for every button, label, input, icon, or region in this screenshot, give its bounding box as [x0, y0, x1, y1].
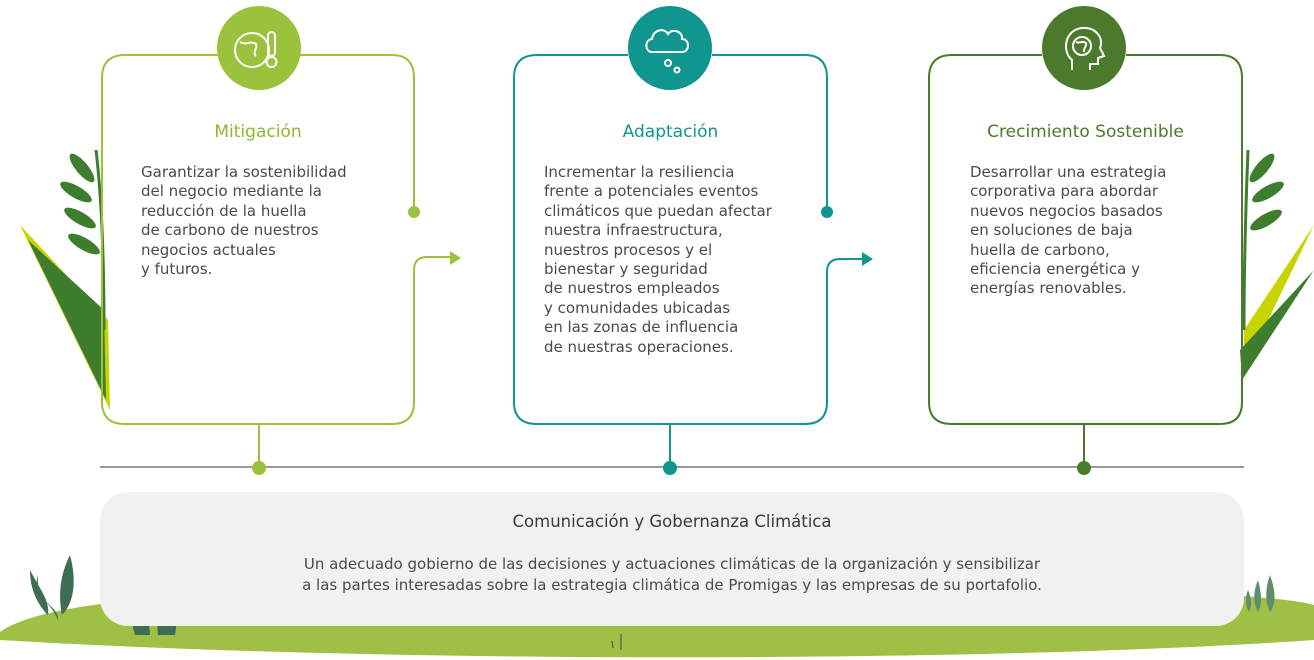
tick-marks	[611, 634, 622, 650]
card-title-adaptacion: Adaptación	[622, 122, 719, 142]
adaptacion-icon-badge	[628, 6, 712, 90]
card-title-mitigacion: Mitigación	[214, 122, 302, 142]
card-crecimiento-border	[928, 54, 1243, 425]
right-leaves-decoration	[1240, 149, 1314, 380]
card-mitigacion-border-top-right	[300, 54, 415, 212]
governance-panel	[100, 492, 1244, 626]
card-adaptacion	[513, 6, 873, 475]
left-leaves-decoration	[20, 149, 110, 410]
card-crecimiento	[928, 6, 1243, 475]
card-title-crecimiento: Crecimiento Sostenible	[987, 122, 1184, 142]
governance-description: Un adecuado gobierno de las decisiones y…	[302, 555, 1042, 594]
governance-title: Comunicación y Gobernanza Climática	[512, 512, 832, 531]
timeline-node-mitigacion	[252, 461, 266, 475]
arrow-right-icon	[862, 252, 873, 266]
globe-thermometer-icon	[234, 31, 278, 68]
cloud-icon	[645, 29, 689, 74]
card-text-crecimiento: Desarrollar una estrategia corporativa p…	[970, 163, 1167, 298]
card-mitigacion-connector-dot	[408, 206, 420, 218]
timeline-node-crecimiento	[1077, 461, 1091, 475]
card-text-adaptacion: Incrementar la resiliencia frente a pote…	[544, 163, 772, 356]
timeline-node-adaptacion	[663, 461, 677, 475]
right-grass-bushes	[1245, 575, 1275, 612]
card-mitigacion	[101, 6, 461, 475]
mitigacion-icon-badge	[217, 6, 301, 90]
card-adaptacion-border-top-right	[712, 54, 828, 212]
arrow-right-icon	[450, 251, 461, 265]
card-adaptacion-connector-dot	[821, 206, 833, 218]
card-text-mitigacion: Garantizar la sostenibilidad del negocio…	[141, 163, 347, 279]
head-globe-icon	[1065, 26, 1106, 70]
